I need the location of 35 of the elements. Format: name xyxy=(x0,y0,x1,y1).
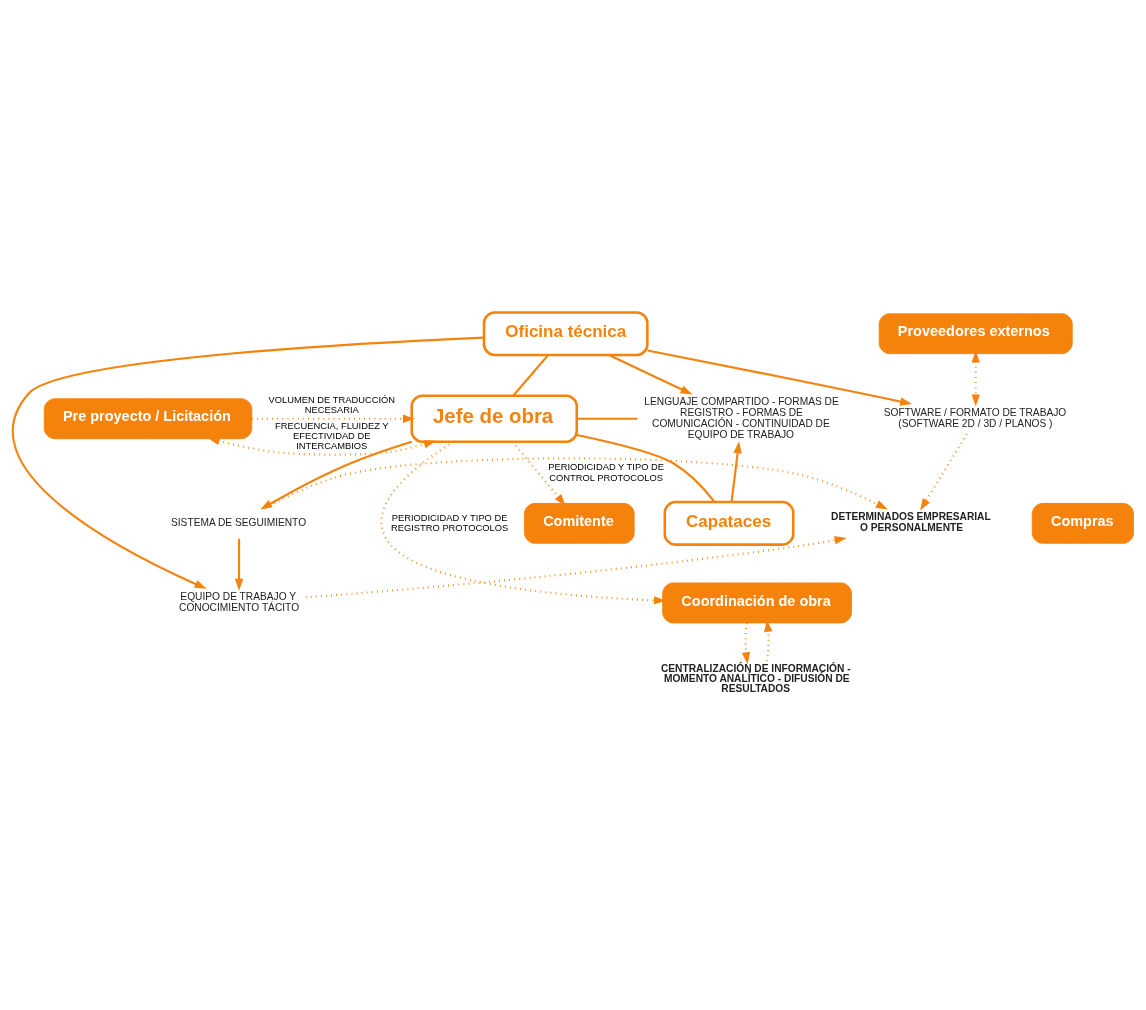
arrow xyxy=(380,440,666,605)
connector xyxy=(512,353,549,396)
edge-label: VOLUMEN DE TRADUCCIÓN NECESARIA xyxy=(268,394,396,415)
arrow xyxy=(741,622,751,664)
node-box: Compras xyxy=(1031,502,1134,544)
node-text: EQUIPO DE TRABAJO Y CONOCIMIENTO TÁCITO xyxy=(179,590,300,613)
arrow xyxy=(305,535,847,598)
node-text: SISTEMA DE SEGUIMIENTO xyxy=(170,516,307,528)
connector xyxy=(576,433,716,503)
edge-label: FRECUENCIA, FLUIDEZ Y EFECTIVIDAD DE INTERCAMBIOS xyxy=(275,420,389,451)
arrow xyxy=(234,538,244,591)
node-text: LENGUAJE COMPARTIDO - FORMAS DE REGISTRO - FORMAS DE COMUNICACIÓN - CONTINUIDAD DE EQUIPO DE TRABAJO xyxy=(644,395,839,440)
node-box: Coordinación de obra xyxy=(662,582,852,623)
node-box: Capataces xyxy=(663,500,795,546)
connector xyxy=(576,417,638,420)
arrow xyxy=(260,440,412,510)
node-box: Jefe de obra xyxy=(410,394,579,443)
arrow xyxy=(608,353,693,395)
arrow xyxy=(920,433,968,510)
node-text: DETERMINADOS EMPRESARIAL O PERSONALMENTE xyxy=(831,510,991,533)
node-box: Pre proyecto / Licitación xyxy=(43,397,253,439)
arrow xyxy=(730,440,742,502)
edge-label: PERIODICIDAD Y TIPO DE REGISTRO PROTOCOLOS xyxy=(390,512,509,533)
node-box: Comitente xyxy=(524,502,635,544)
node-box: Oficina técnica xyxy=(482,310,649,356)
arrow xyxy=(971,350,980,407)
node-text: SOFTWARE / FORMATO DE TRABAJO (SOFTWARE 2D / 3D / PLANOS ) xyxy=(883,406,1067,429)
node-box: Proveedores externos xyxy=(878,312,1073,354)
arrow xyxy=(12,336,484,589)
node-text: CENTRALIZACIÓN DE INFORMACIÓN - MOMENTO ANALÍTICO - DIFUSIÓN DE RESULTADOS xyxy=(660,662,851,694)
arrow xyxy=(511,440,566,506)
arrow xyxy=(251,414,415,423)
arrow xyxy=(207,436,436,456)
arrow xyxy=(647,348,913,406)
edge-label: PERIODICIDAD Y TIPO DE CONTROL PROTOCOLOS xyxy=(548,461,664,483)
